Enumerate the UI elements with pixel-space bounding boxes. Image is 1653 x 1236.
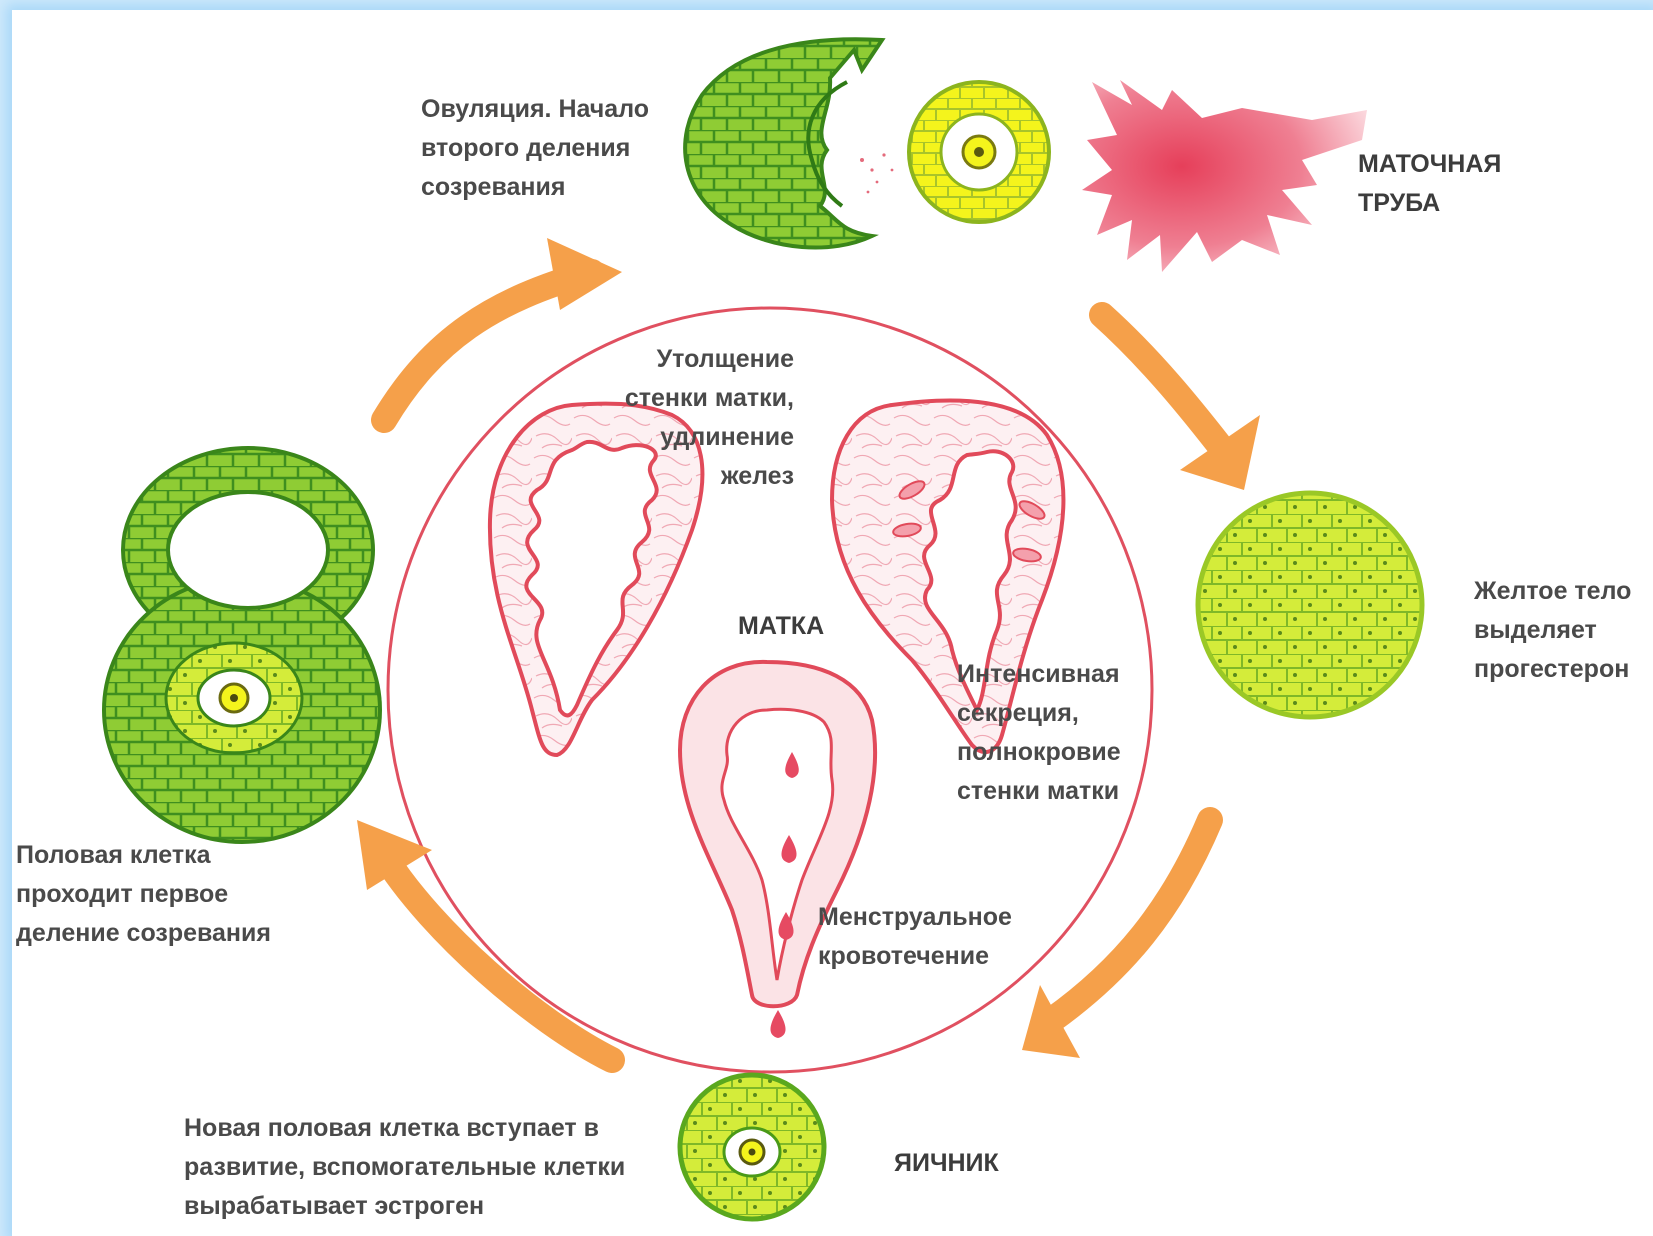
ovary-follicle-icon — [680, 1075, 824, 1219]
diagram-sheet: Овуляция. Начало второго деления созрева… — [12, 10, 1653, 1236]
wall-thickening-label: Утолщение стенки матки, удлинение желез — [572, 340, 794, 496]
fallopian-tube-icon — [1082, 80, 1367, 272]
ovulation-label: Овуляция. Начало второго деления созрева… — [421, 90, 649, 207]
cycle-arrow-top-right — [1102, 315, 1260, 490]
cycle-arrow-bottom-left — [357, 820, 612, 1060]
secretion-label: Интенсивная секреция, полнокровие стенки… — [957, 655, 1121, 811]
new-cell-label: Новая половая клетка вступает в развитие… — [184, 1109, 625, 1226]
first-division-label: Половая клетка проходит первое деление с… — [16, 836, 271, 953]
uterus-menstrual-icon — [680, 662, 875, 1038]
corpus-luteum-label: Желтое тело выделяет прогестерон — [1474, 572, 1631, 689]
corpus-luteum-icon — [1198, 493, 1422, 717]
menstruation-label: Менструальное кровотечение — [818, 898, 1012, 976]
fallopian-tube-label: МАТОЧНАЯ ТРУБА — [1358, 145, 1501, 223]
primary-follicle-icon — [104, 448, 380, 842]
ruptured-follicle — [685, 39, 893, 247]
released-egg-icon — [909, 82, 1049, 222]
uterus-label: МАТКА — [738, 607, 824, 646]
cycle-arrow-bottom-right — [1022, 820, 1210, 1058]
ovary-label: ЯИЧНИК — [894, 1144, 999, 1183]
